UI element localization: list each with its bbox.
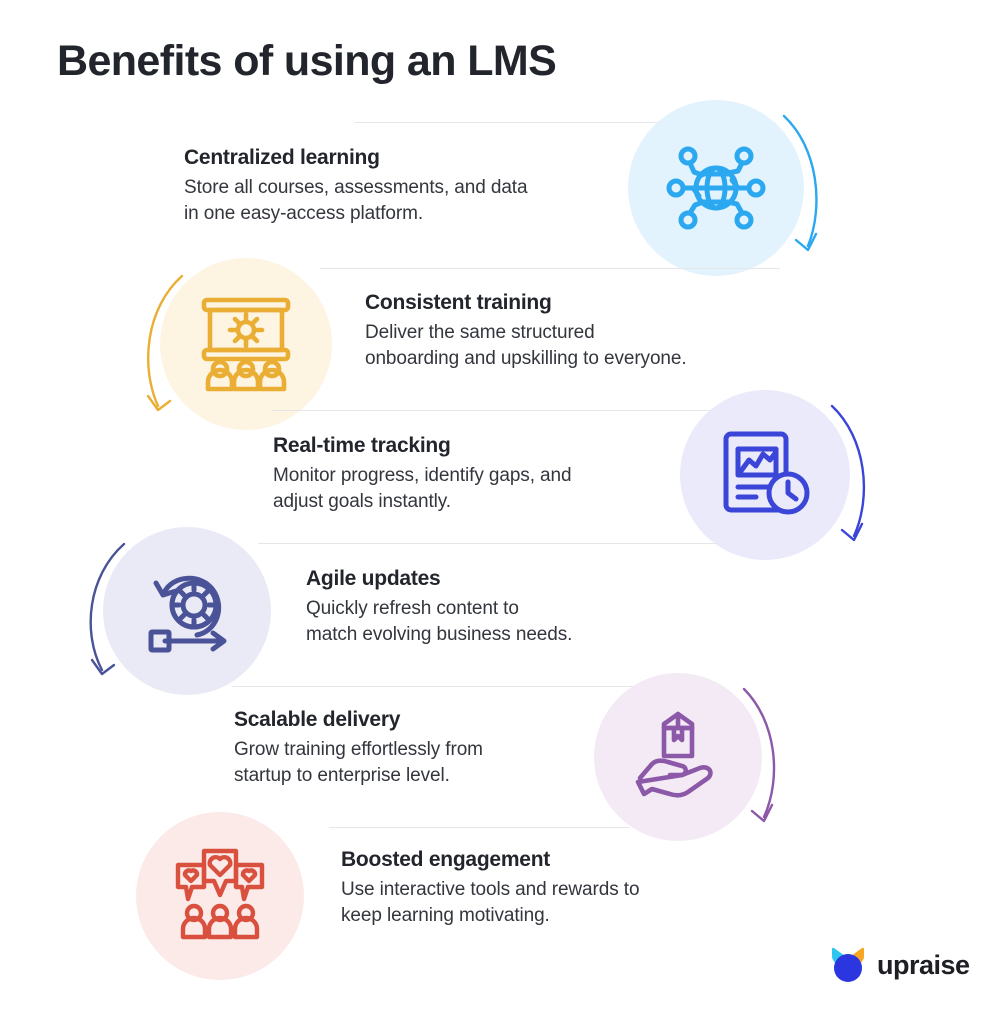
benefit-description: Monitor progress, identify gaps, and adj… [273, 465, 572, 512]
benefit-text-block: Agile updates Quickly refresh content to… [306, 566, 726, 647]
divider [272, 410, 712, 411]
hand-holding-package-icon [630, 706, 726, 802]
benefit-text-block: Boosted engagement Use interactive tools… [341, 847, 761, 928]
speech-bubbles-hearts-people-icon [170, 845, 270, 945]
benefit-title: Consistent training [365, 291, 552, 314]
benefit-title: Scalable delivery [234, 708, 401, 731]
presentation-gear-audience-icon [196, 294, 296, 394]
benefit-text-block: Real-time tracking Monitor progress, ide… [273, 433, 693, 514]
divider [329, 827, 629, 828]
brand-name: upraise [877, 949, 970, 980]
benefit-title: Boosted engagement [341, 848, 551, 871]
upraise-logo-mark [832, 947, 864, 982]
benefit-text-block: Consistent training Deliver the same str… [365, 290, 785, 371]
benefit-text-block: Scalable delivery Grow training effortle… [234, 707, 654, 788]
benefit-description: Use interactive tools and rewards to kee… [341, 879, 640, 926]
brand-logo[interactable]: upraise [828, 946, 970, 984]
benefit-description: Deliver the same structured onboarding a… [365, 322, 687, 369]
divider [355, 122, 775, 123]
benefit-description: Quickly refresh content to match evolvin… [306, 598, 573, 645]
page-title: Benefits of using an LMS [57, 37, 557, 85]
agile-sprint-gear-icon [139, 563, 235, 659]
divider [258, 543, 718, 544]
benefit-title: Centralized learning [184, 146, 380, 169]
report-chart-clock-icon [718, 427, 813, 522]
divider [320, 268, 780, 269]
benefit-text-block: Centralized learning Store all courses, … [184, 145, 604, 226]
divider [232, 686, 662, 687]
benefit-title: Agile updates [306, 567, 441, 590]
benefit-description: Grow training effortlessly from startup … [234, 739, 483, 786]
benefit-title: Real-time tracking [273, 434, 451, 457]
benefit-description: Store all courses, assessments, and data… [184, 177, 528, 224]
network-globe-icon [666, 138, 766, 238]
